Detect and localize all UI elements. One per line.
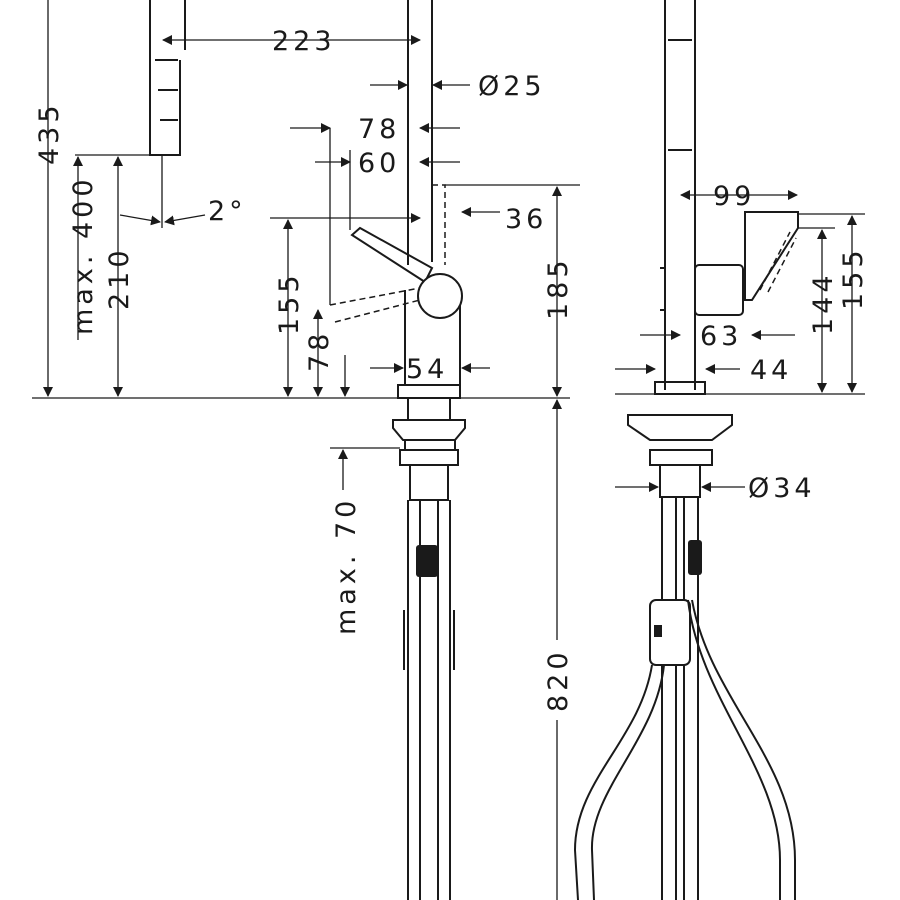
dim-lever-offset-60: 60 [358,148,400,179]
dim-outlet-height: 210 [104,246,135,310]
dim-max-countertop: max. 70 [331,497,362,635]
dimension-lines [43,0,865,900]
dim-body-height: 185 [543,256,574,320]
dim-body-width: 54 [406,354,448,385]
dim-hose-length: 820 [543,648,574,712]
side-view-faucet [573,0,799,900]
dim-spout-diameter: Ø25 [478,71,546,102]
dim-side-lever-height-155: 155 [838,246,869,310]
front-view-faucet [149,0,466,900]
dim-total-height: 435 [34,101,65,165]
dim-max-outlet-height: max. 400 [68,175,99,335]
dim-side-lever-height-144: 144 [808,271,839,335]
dim-lever-base: 78 [304,330,335,372]
dim-lever-offset-78: 78 [358,114,400,145]
dim-lever-height: 155 [274,271,305,335]
dim-mount-diameter: Ø34 [748,473,816,504]
dim-side-lever-reach: 99 [713,181,755,212]
dim-side-body-depth: 63 [700,321,742,352]
dim-side-column-width: 44 [750,355,792,386]
dim-spout-angle: 2° [208,196,247,227]
dim-spout-reach: 223 [272,26,336,57]
dim-body-offset: 36 [505,204,547,235]
